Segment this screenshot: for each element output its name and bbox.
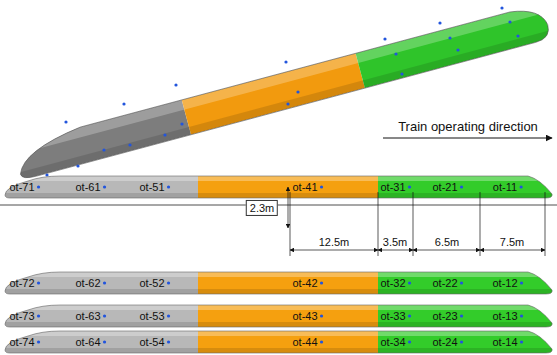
probe-point xyxy=(320,314,323,317)
probe-label: ot-13 xyxy=(492,310,517,322)
probe-point xyxy=(408,185,411,188)
roof-shade xyxy=(0,174,557,181)
probe-point xyxy=(520,340,523,343)
probe-label: ot-42 xyxy=(292,277,317,289)
dimension-label: 3.5m xyxy=(383,236,407,248)
roof-shade xyxy=(0,329,557,336)
probe-label: ot-23 xyxy=(432,310,457,322)
probe-label: ot-33 xyxy=(380,310,405,322)
probe-point xyxy=(167,281,170,284)
probe-label: ot-72 xyxy=(9,277,34,289)
probe-label: ot-44 xyxy=(292,336,317,348)
probe-point xyxy=(460,340,463,343)
dimension-label: 7.5m xyxy=(500,236,524,248)
probe-label: ot-74 xyxy=(9,336,34,348)
probe-label: ot-22 xyxy=(432,277,457,289)
roof-shade xyxy=(0,270,557,277)
probe-point xyxy=(167,314,170,317)
direction-arrow xyxy=(383,138,552,139)
probe-label: ot-24 xyxy=(432,336,457,348)
train-outline xyxy=(5,331,552,353)
probe-label: ot-12 xyxy=(492,277,517,289)
probe-label: ot-64 xyxy=(75,336,100,348)
probe-point xyxy=(460,281,463,284)
probe-point xyxy=(520,185,523,188)
train-outline xyxy=(5,305,552,327)
probe-point xyxy=(408,314,411,317)
probe-point xyxy=(520,281,523,284)
train-3d xyxy=(7,0,557,186)
train-outline xyxy=(5,176,552,198)
train-side-view xyxy=(0,303,557,329)
probe-label: ot-62 xyxy=(75,277,100,289)
reference-line xyxy=(0,205,557,206)
train-side-view xyxy=(0,174,557,200)
train-body xyxy=(0,174,557,200)
probe-point xyxy=(103,281,106,284)
train-outline xyxy=(5,272,552,294)
train-body xyxy=(0,303,557,329)
probe-label: ot-32 xyxy=(380,277,405,289)
probe-point xyxy=(320,340,323,343)
probe-label: ot-63 xyxy=(75,310,100,322)
train-body xyxy=(0,270,557,296)
probe-label: ot-21 xyxy=(432,181,457,193)
probe-label: ot-31 xyxy=(380,181,405,193)
probe-point xyxy=(37,185,40,188)
dimension-lines xyxy=(288,187,545,256)
dimension-label: 6.5m xyxy=(435,236,459,248)
probe-point xyxy=(320,281,323,284)
probe-label: ot-34 xyxy=(380,336,405,348)
probe-point xyxy=(320,185,323,188)
probe-label: ot-43 xyxy=(292,310,317,322)
probe-point xyxy=(103,185,106,188)
probe-label: ot-51 xyxy=(139,181,164,193)
probe-points xyxy=(37,185,523,343)
probe-label: ot-11 xyxy=(493,181,517,193)
probe-point xyxy=(408,281,411,284)
probe-label: ot-61 xyxy=(75,181,100,193)
probe-label: ot-73 xyxy=(9,310,34,322)
probe-label: ot-14 xyxy=(492,336,517,348)
probe-point xyxy=(520,314,523,317)
dimension-label: 2.3m xyxy=(246,200,278,216)
train-body xyxy=(0,329,557,355)
probe-point xyxy=(103,314,106,317)
probe-point xyxy=(167,185,170,188)
probe-point xyxy=(37,340,40,343)
train-side-view xyxy=(0,329,557,355)
probe-point xyxy=(460,314,463,317)
train-side-view xyxy=(0,270,557,296)
probe-label: ot-41 xyxy=(292,181,317,193)
roof-shade xyxy=(0,303,557,310)
probe-label: ot-54 xyxy=(139,336,164,348)
direction-label: Train operating direction xyxy=(398,120,538,134)
probe-point xyxy=(37,281,40,284)
probe-label: ot-53 xyxy=(139,310,164,322)
dimension-label: 12.5m xyxy=(319,236,350,248)
probe-point xyxy=(167,340,170,343)
probe-point xyxy=(37,314,40,317)
probe-label: ot-71 xyxy=(9,181,34,193)
probe-points-3d xyxy=(45,6,519,176)
probe-point xyxy=(408,340,411,343)
probe-point xyxy=(460,185,463,188)
probe-label: ot-52 xyxy=(139,277,164,289)
probe-point xyxy=(103,340,106,343)
